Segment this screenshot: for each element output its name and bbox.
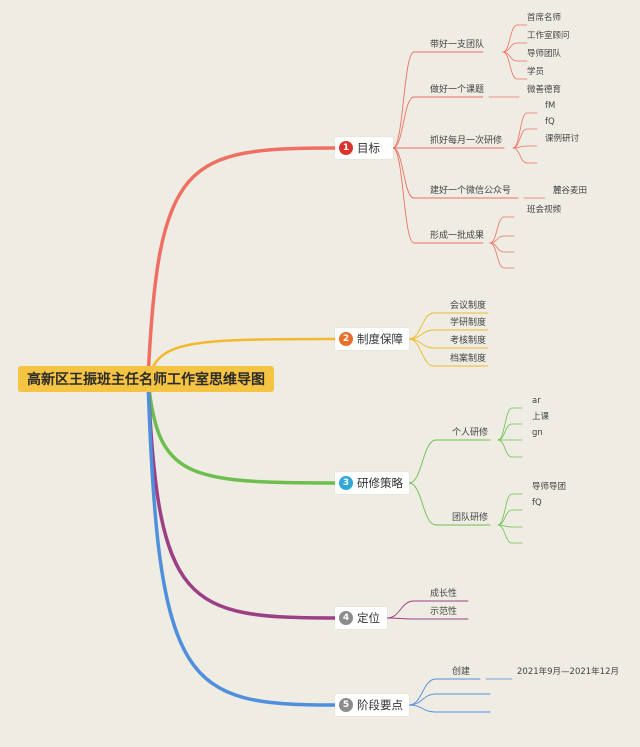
- branch-2-sub-1-connector: [408, 312, 489, 340]
- branch-3-sub-2-leaf-3-connector: [497, 524, 523, 528]
- branch-5-sub-3-connector: [408, 704, 491, 713]
- branch-1-sub-2-connector: [392, 96, 484, 149]
- branch-3-sub-2[interactable]: 团队研修: [452, 513, 489, 523]
- branch-3-node[interactable]: 3 研修策略: [335, 472, 409, 494]
- branch-1-sub-5[interactable]: 形成一批成果: [430, 231, 485, 241]
- branch-3-sub-1-leaf-1-connector: [497, 407, 523, 441]
- branch-4-sub-1-connector: [386, 600, 469, 619]
- branch-1-sub-5-leaf-4-connector: [489, 242, 515, 269]
- branch-3-sub-1-leaf-2-connector: [497, 423, 523, 441]
- branch-1-sub-4-connector: [392, 147, 519, 199]
- branch-3-sub-2-leaf-2[interactable]: fQ: [532, 498, 542, 508]
- branch-4-sub-2-connector: [386, 617, 469, 620]
- branch-5-node[interactable]: 5 阶段要点: [335, 694, 409, 716]
- branch-1-node[interactable]: 1 目标: [335, 137, 393, 159]
- branch-4-sub-2[interactable]: 示范性: [430, 607, 458, 617]
- branch-1-sub-5-connector: [392, 147, 484, 244]
- branch-2-number-badge: 2: [339, 332, 353, 346]
- branch-4-sub-1[interactable]: 成长性: [430, 589, 458, 599]
- branch-3-sub-1-leaf-1[interactable]: ar: [532, 396, 541, 406]
- branch-4-connector: [146, 378, 337, 620]
- branch-5-connector: [146, 378, 337, 707]
- branch-2-sub-4[interactable]: 档案制度: [450, 354, 487, 364]
- branch-3-number-badge: 3: [339, 476, 353, 490]
- branch-1-sub-5-leaf-2-connector: [489, 235, 515, 244]
- branch-5-sub-1-connector: [408, 678, 481, 706]
- branch-2-node[interactable]: 2 制度保障: [335, 328, 409, 350]
- branch-1-sub-3-leaf-1-connector: [512, 112, 538, 149]
- branch-1-number-badge: 1: [339, 141, 353, 155]
- branch-2-sub-2[interactable]: 学研制度: [450, 318, 487, 328]
- branch-5-sub-2-connector: [408, 693, 491, 706]
- branch-1-sub-3-leaf-1[interactable]: fM: [545, 101, 556, 111]
- branch-1-sub-1-leaf-1[interactable]: 首席名师: [527, 13, 562, 23]
- branch-5-label: 阶段要点: [357, 698, 403, 712]
- branch-1-sub-1-leaf-2-connector: [502, 42, 528, 53]
- branch-1-sub-1-leaf-4[interactable]: 学员: [527, 67, 545, 77]
- branch-1-sub-2[interactable]: 做好一个课题: [430, 85, 485, 95]
- branch-4-label: 定位: [357, 611, 380, 625]
- branch-1-sub-3-leaf-2[interactable]: fQ: [545, 117, 555, 127]
- branch-3-connector: [146, 378, 337, 485]
- branch-2-sub-4-connector: [408, 338, 489, 367]
- branch-3-sub-2-leaf-2-connector: [497, 509, 523, 526]
- branch-5-sub-1[interactable]: 创建: [452, 667, 471, 677]
- branch-3-sub-2-connector: [408, 482, 491, 526]
- branch-1-sub-5-leaf-3-connector: [489, 242, 515, 253]
- branch-1-sub-3[interactable]: 抓好每月一次研修: [430, 136, 503, 146]
- branch-4-node[interactable]: 4 定位: [335, 607, 387, 629]
- branch-1-sub-1-leaf-1-connector: [502, 24, 528, 53]
- branch-3-sub-1-leaf-3[interactable]: gn: [532, 428, 543, 438]
- branch-1-sub-5-leaf-1-connector: [489, 216, 515, 244]
- branch-1-connector: [146, 146, 337, 382]
- branch-3-sub-2-leaf-1[interactable]: 导师导团: [532, 482, 567, 492]
- branch-3-label: 研修策略: [357, 476, 403, 490]
- branch-1-sub-2-leaf-1[interactable]: 微善德育: [527, 85, 562, 95]
- branch-2-sub-1[interactable]: 会议制度: [450, 301, 487, 311]
- branch-3-sub-1-leaf-4-connector: [497, 439, 523, 458]
- branch-1-sub-1-leaf-2[interactable]: 工作室顾问: [527, 31, 570, 41]
- branch-1-sub-1-leaf-3-connector: [502, 51, 528, 62]
- branch-3-sub-2-leaf-1-connector: [497, 493, 523, 526]
- branch-3-sub-1-leaf-2[interactable]: 上课: [532, 412, 550, 422]
- branch-1-sub-3-leaf-4-connector: [512, 147, 538, 164]
- branch-1-label: 目标: [357, 141, 380, 155]
- branch-5-number-badge: 5: [339, 698, 353, 712]
- branch-2-sub-2-connector: [408, 329, 489, 340]
- root-node[interactable]: 高新区王振班主任名师工作室思维导图: [18, 366, 274, 392]
- branch-1-sub-1-leaf-4-connector: [502, 51, 528, 80]
- branch-3-sub-1[interactable]: 个人研修: [452, 428, 489, 438]
- branch-1-sub-5-leaf-1[interactable]: 班会视频: [527, 205, 562, 215]
- branch-1-sub-1-leaf-3[interactable]: 导师团队: [527, 49, 562, 59]
- branch-1-sub-3-leaf-3[interactable]: 课例研讨: [545, 134, 580, 144]
- branch-3-sub-2-leaf-4-connector: [497, 524, 523, 544]
- branch-2-label: 制度保障: [357, 332, 403, 346]
- branch-1-sub-1[interactable]: 带好一支团队: [430, 40, 485, 50]
- branch-1-sub-1-connector: [392, 51, 484, 149]
- branch-1-sub-4[interactable]: 建好一个微信公众号: [430, 186, 512, 196]
- branch-4-number-badge: 4: [339, 611, 353, 625]
- branch-5-sub-1-leaf-1[interactable]: 2021年9月—2021年12月: [517, 667, 619, 677]
- branch-2-sub-3[interactable]: 考核制度: [450, 336, 487, 346]
- branch-1-sub-3-leaf-2-connector: [512, 128, 538, 149]
- branch-1-sub-3-leaf-3-connector: [512, 145, 538, 149]
- branch-3-sub-1-connector: [408, 439, 491, 484]
- branch-1-sub-4-leaf-1[interactable]: 麓谷麦田: [553, 186, 588, 196]
